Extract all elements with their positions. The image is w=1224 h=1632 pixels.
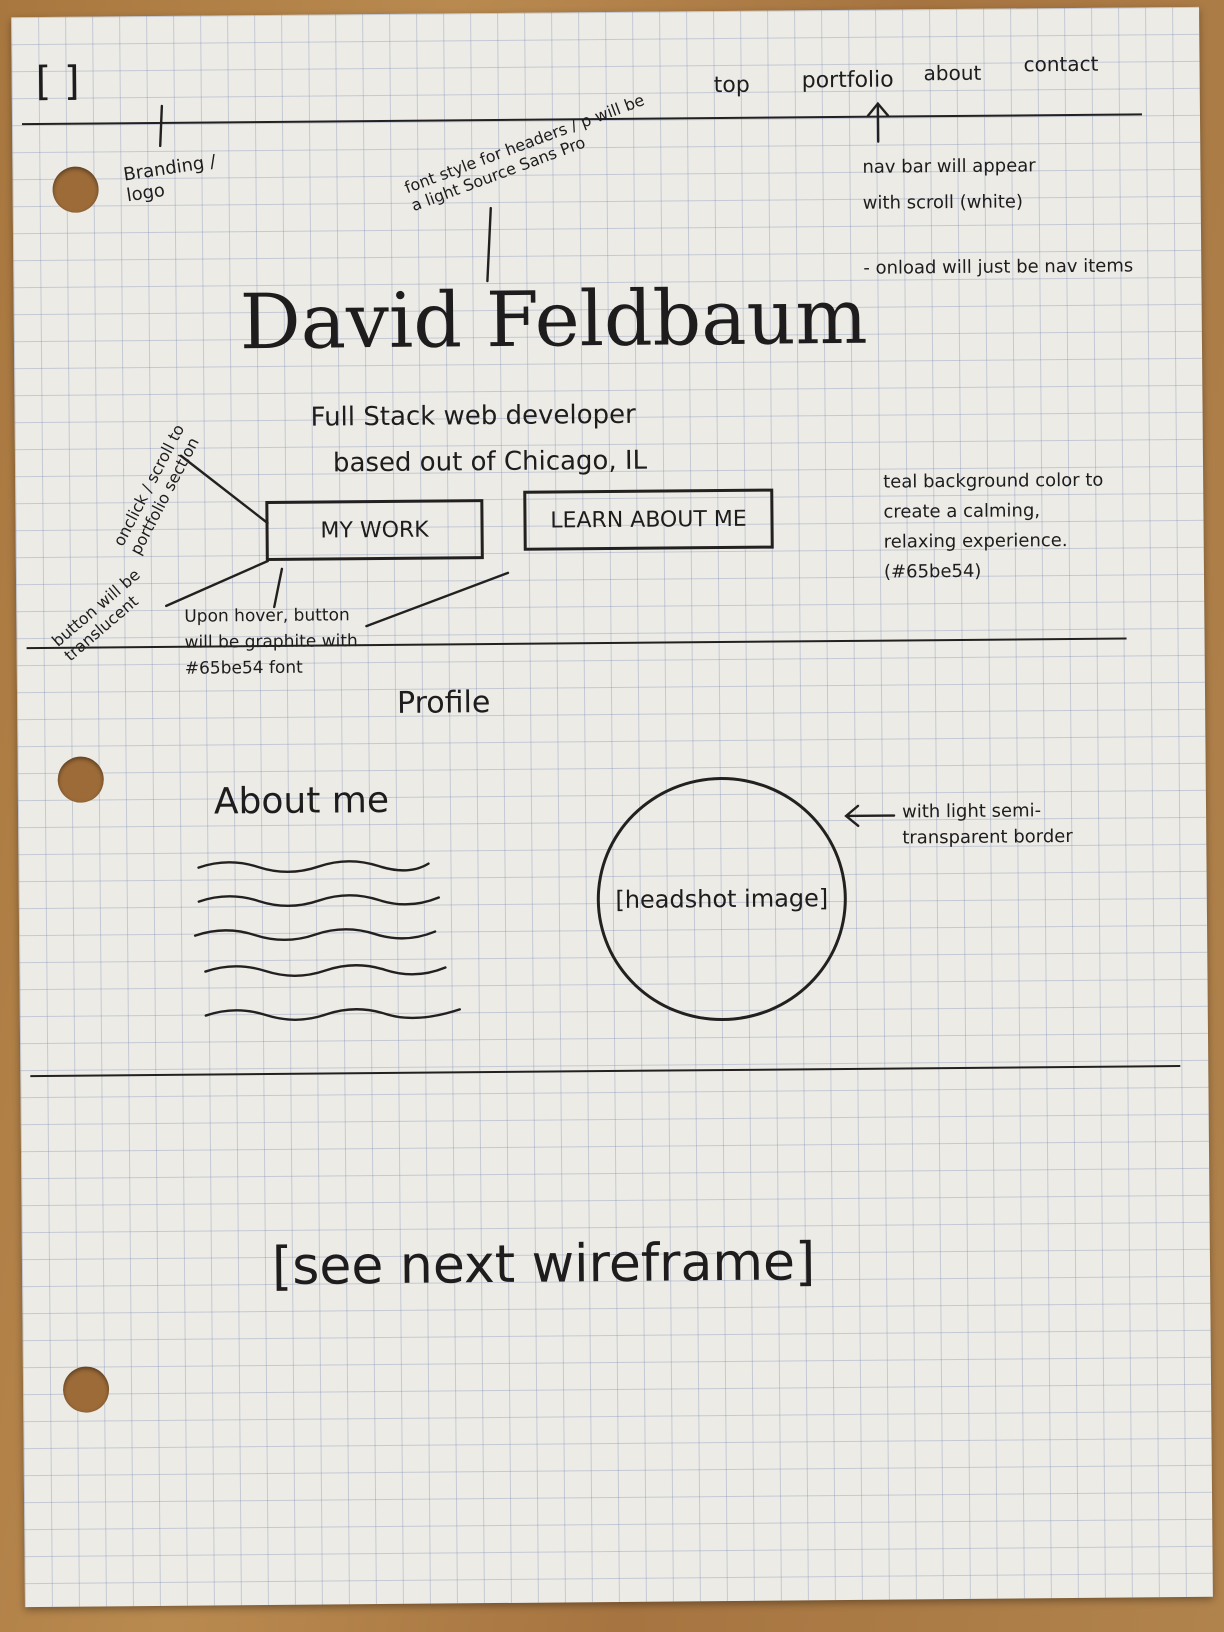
graph-paper-sheet: [ ] top portfolio about contact Branding… [11, 6, 1213, 1608]
sketch-strokes [159, 101, 896, 1021]
